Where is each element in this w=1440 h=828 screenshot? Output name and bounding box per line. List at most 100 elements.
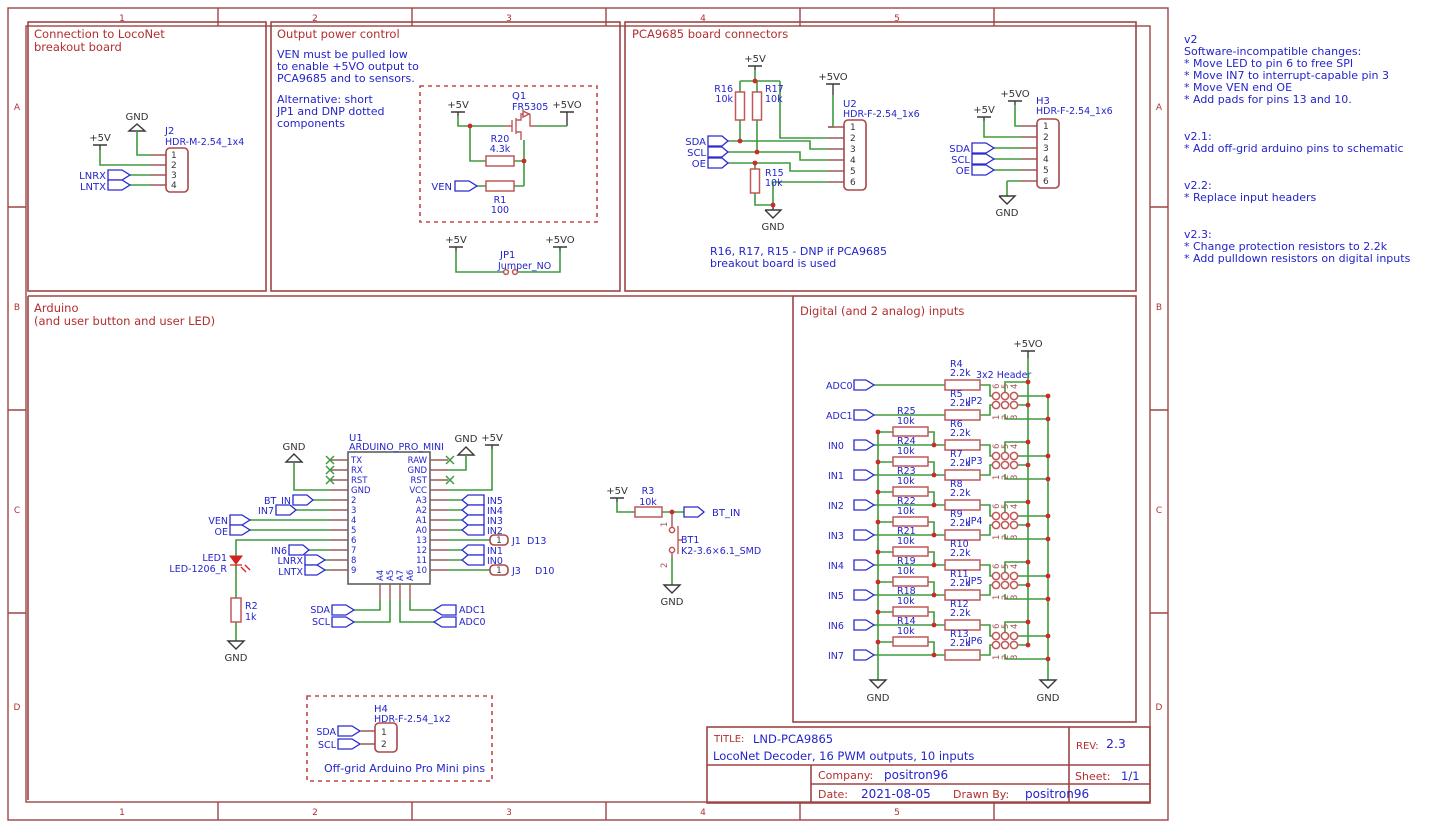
pin-number: 3 bbox=[1010, 595, 1020, 600]
frame-row: B bbox=[1156, 303, 1162, 313]
series-resistor[interactable] bbox=[944, 469, 981, 481]
header-jp2[interactable] bbox=[991, 391, 1019, 410]
connector-h4[interactable] bbox=[374, 722, 398, 753]
pin-number: 1 bbox=[171, 151, 177, 161]
port-flag[interactable] bbox=[853, 439, 876, 451]
port-lntx[interactable] bbox=[304, 564, 327, 576]
port-in3[interactable] bbox=[460, 514, 485, 526]
resistor-r2[interactable] bbox=[230, 597, 242, 623]
value-label: 10k bbox=[897, 536, 915, 547]
port-sda[interactable] bbox=[971, 142, 996, 154]
pulldown-resistor[interactable] bbox=[892, 606, 929, 617]
port-label: ADC1 bbox=[826, 411, 853, 422]
port-oe[interactable] bbox=[971, 164, 996, 176]
pulldown-resistor[interactable] bbox=[892, 546, 929, 557]
series-resistor[interactable] bbox=[944, 529, 981, 541]
series-resistor[interactable] bbox=[944, 499, 981, 511]
port-label: IN3 bbox=[828, 531, 844, 542]
port-adc1[interactable] bbox=[432, 604, 457, 616]
resistor-r3[interactable] bbox=[634, 506, 663, 518]
series-resistor[interactable] bbox=[944, 649, 981, 661]
series-resistor[interactable] bbox=[944, 409, 981, 421]
port-in2[interactable] bbox=[460, 524, 485, 536]
port-btin[interactable] bbox=[292, 494, 315, 506]
port-sda[interactable] bbox=[707, 135, 730, 147]
port-in0[interactable] bbox=[460, 554, 485, 566]
pulldown-resistor[interactable] bbox=[892, 456, 929, 467]
pulldown-resistor[interactable] bbox=[892, 426, 929, 437]
pulldown-resistor[interactable] bbox=[892, 516, 929, 527]
button-bt1[interactable] bbox=[668, 514, 682, 558]
pin-name: A5 bbox=[386, 570, 396, 581]
pulldown-resistor[interactable] bbox=[892, 576, 929, 587]
series-resistor[interactable] bbox=[944, 559, 981, 571]
port-lntx[interactable] bbox=[107, 179, 132, 191]
pca-dnp-note: R16, R17, R15 - DNP if PCA9685 breakout … bbox=[710, 245, 887, 270]
port-oe[interactable] bbox=[707, 157, 730, 169]
port-btin[interactable] bbox=[683, 506, 706, 518]
port-in4[interactable] bbox=[460, 504, 485, 516]
port-adc0[interactable] bbox=[432, 616, 457, 628]
pad-j3[interactable] bbox=[489, 564, 509, 576]
port-ven[interactable] bbox=[229, 514, 252, 526]
port-in5[interactable] bbox=[460, 494, 485, 506]
pin-number: 2 bbox=[1001, 415, 1011, 420]
header-jp6[interactable] bbox=[991, 631, 1019, 650]
port-scl[interactable] bbox=[707, 146, 730, 158]
mosfet-q1[interactable] bbox=[505, 109, 535, 140]
port-flag[interactable] bbox=[853, 589, 876, 601]
port-in1[interactable] bbox=[460, 544, 485, 556]
port-lnrx[interactable] bbox=[107, 169, 132, 181]
section-title: Connection to LocoNet bbox=[34, 27, 165, 41]
resistor-r20[interactable] bbox=[485, 155, 515, 167]
port-label: SDA bbox=[685, 137, 706, 148]
wires bbox=[99, 131, 150, 186]
connector-u2[interactable] bbox=[843, 119, 867, 191]
pulldown-resistor[interactable] bbox=[892, 486, 929, 497]
series-resistor[interactable] bbox=[944, 379, 981, 391]
series-resistor[interactable] bbox=[944, 589, 981, 601]
part-label: K2-3.6×6.1_SMD bbox=[681, 546, 761, 557]
port-scl[interactable] bbox=[971, 153, 996, 165]
port-label: VEN bbox=[431, 182, 452, 193]
port-sda[interactable] bbox=[331, 604, 356, 616]
header-jp5[interactable] bbox=[991, 571, 1019, 590]
port-flag[interactable] bbox=[853, 469, 876, 481]
junction bbox=[737, 138, 743, 144]
port-flag[interactable] bbox=[853, 379, 876, 391]
pad-j1[interactable] bbox=[489, 534, 509, 546]
pin-name: RST bbox=[351, 476, 368, 486]
value-label: 1k bbox=[245, 612, 257, 623]
frame-row: A bbox=[1156, 103, 1163, 113]
led1[interactable] bbox=[229, 555, 251, 573]
port-in7[interactable] bbox=[275, 504, 298, 516]
connector-j2[interactable] bbox=[165, 147, 189, 193]
header-jp4[interactable] bbox=[991, 511, 1019, 530]
port-flag[interactable] bbox=[853, 649, 876, 661]
port-flag[interactable] bbox=[853, 409, 876, 421]
header-jp3[interactable] bbox=[991, 451, 1019, 470]
port-flag[interactable] bbox=[853, 529, 876, 541]
resistor-r16[interactable] bbox=[734, 91, 746, 121]
port-oe[interactable] bbox=[229, 524, 252, 536]
resistor-r1[interactable] bbox=[485, 180, 515, 192]
connector-h3[interactable] bbox=[1036, 118, 1060, 189]
series-resistor[interactable] bbox=[944, 619, 981, 631]
resistor-r15[interactable] bbox=[749, 168, 761, 194]
resistor-r17[interactable] bbox=[751, 91, 763, 121]
port-flag[interactable] bbox=[853, 499, 876, 511]
pin-number: 3 bbox=[850, 145, 856, 155]
chip-u1[interactable] bbox=[347, 451, 431, 585]
series-resistor[interactable] bbox=[944, 439, 981, 451]
port-lnrx[interactable] bbox=[304, 554, 327, 566]
port-sda[interactable] bbox=[337, 725, 362, 737]
port-flag[interactable] bbox=[853, 559, 876, 571]
port-flag[interactable] bbox=[853, 619, 876, 631]
subtitle: LocoNet Decoder, 16 PWM outputs, 10 inpu… bbox=[713, 749, 974, 763]
port-scl[interactable] bbox=[331, 616, 356, 628]
port-ven[interactable] bbox=[454, 180, 479, 192]
port-in6[interactable] bbox=[288, 544, 311, 556]
port-scl[interactable] bbox=[337, 738, 362, 750]
pulldown-resistor[interactable] bbox=[892, 636, 929, 647]
jumper-jp1[interactable] bbox=[502, 268, 519, 276]
